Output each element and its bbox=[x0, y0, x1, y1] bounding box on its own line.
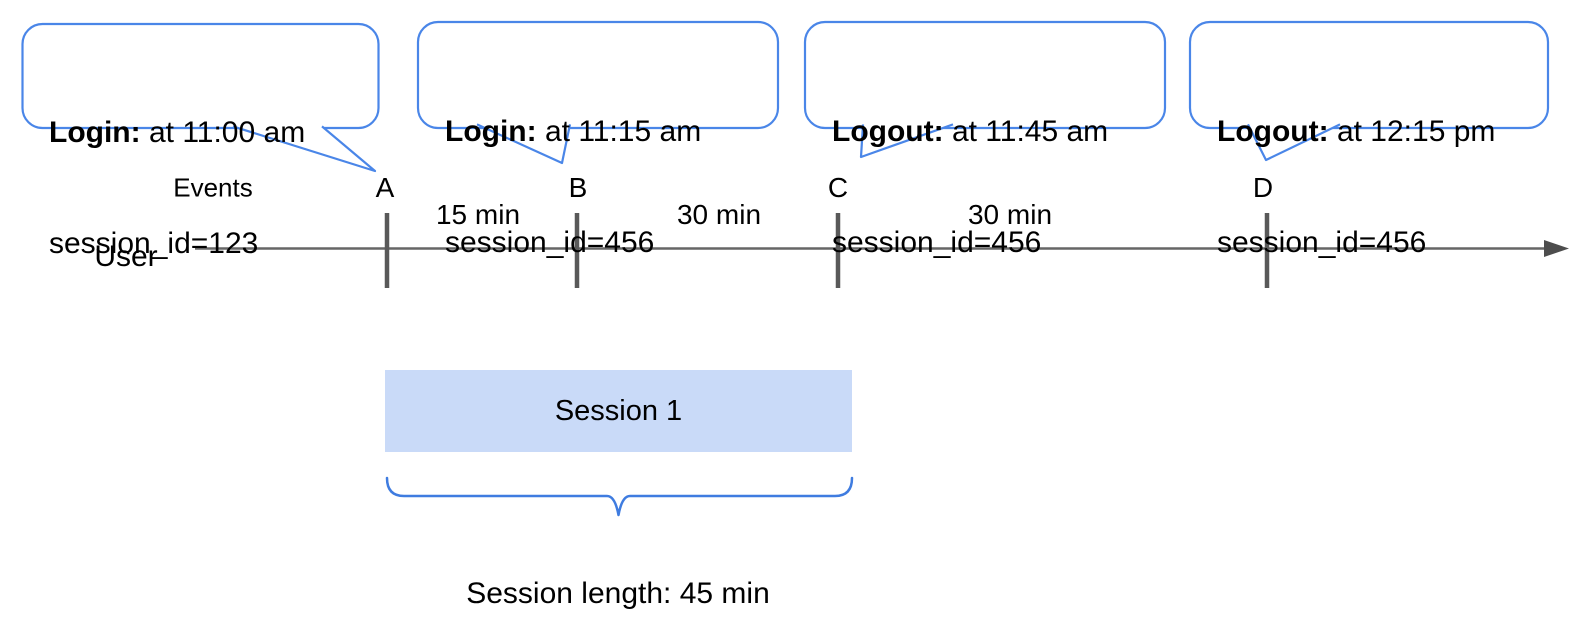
callout-bubble-c bbox=[803, 20, 1167, 159]
interval-label-bc: 30 min bbox=[676, 199, 762, 230]
timeline-arrowhead-icon bbox=[1544, 240, 1569, 257]
callout-bubble-b bbox=[416, 20, 780, 165]
callout-text-b: Login: at 11:15 am session_id=456 bbox=[445, 39, 701, 335]
callout-tail bbox=[859, 123, 954, 159]
callout-tail bbox=[476, 123, 572, 165]
callout-tail bbox=[1247, 123, 1341, 162]
timeline-axis bbox=[195, 213, 1569, 288]
callout-outline bbox=[21, 22, 380, 130]
callout-line-session: session_id=456 bbox=[445, 226, 655, 259]
callout-line-session: session_id=456 bbox=[1217, 226, 1427, 259]
callout-line-event: Logout: at 11:45 am bbox=[832, 113, 1108, 150]
user-axis-label: User bbox=[94, 240, 158, 273]
session-1-label: Session 1 bbox=[554, 394, 683, 427]
events-row-label: Events bbox=[173, 172, 253, 203]
callout-text-d: Logout: at 12:15 pm session_id=456 bbox=[1217, 39, 1495, 335]
event-marker-d: D bbox=[1252, 172, 1274, 203]
callout-tail bbox=[232, 125, 377, 173]
interval-label-ab: 15 min bbox=[435, 199, 521, 230]
callout-outline bbox=[1188, 20, 1550, 130]
event-time: at 11:00 am bbox=[140, 116, 306, 149]
callout-text-c: Logout: at 11:45 am session_id=456 bbox=[832, 39, 1108, 335]
event-type-label: Login: bbox=[49, 116, 141, 149]
event-marker-b: B bbox=[568, 172, 588, 203]
callout-bubble-a bbox=[21, 22, 380, 173]
interval-label-cd: 30 min bbox=[967, 199, 1053, 230]
callout-outline bbox=[416, 20, 780, 130]
session-length-caption: Session length: 45 min bbox=[466, 577, 770, 610]
event-type-label: Logout: bbox=[832, 115, 944, 148]
callout-line-session: session_id=456 bbox=[832, 226, 1042, 259]
event-time: at 11:15 am bbox=[536, 115, 702, 148]
event-type-label: Logout: bbox=[1217, 115, 1329, 148]
callout-line-event: Login: at 11:00 am bbox=[49, 114, 305, 151]
event-time: at 12:15 pm bbox=[1328, 115, 1496, 148]
callout-bubble-d bbox=[1188, 20, 1550, 162]
event-marker-c: C bbox=[827, 172, 849, 203]
session-1-block: Session 1 bbox=[385, 370, 852, 452]
callout-line-session: session_id=123 bbox=[49, 227, 259, 260]
event-type-label: Login: bbox=[445, 115, 537, 148]
event-time: at 11:45 am bbox=[943, 115, 1109, 148]
callout-outline bbox=[803, 20, 1167, 130]
event-marker-a: A bbox=[375, 172, 395, 203]
callout-text-a: Login: at 11:00 am session_id=123 bbox=[49, 40, 305, 336]
callout-line-event: Logout: at 12:15 pm bbox=[1217, 113, 1495, 150]
callout-line-event: Login: at 11:15 am bbox=[445, 113, 701, 150]
session-length-brace bbox=[385, 476, 854, 517]
